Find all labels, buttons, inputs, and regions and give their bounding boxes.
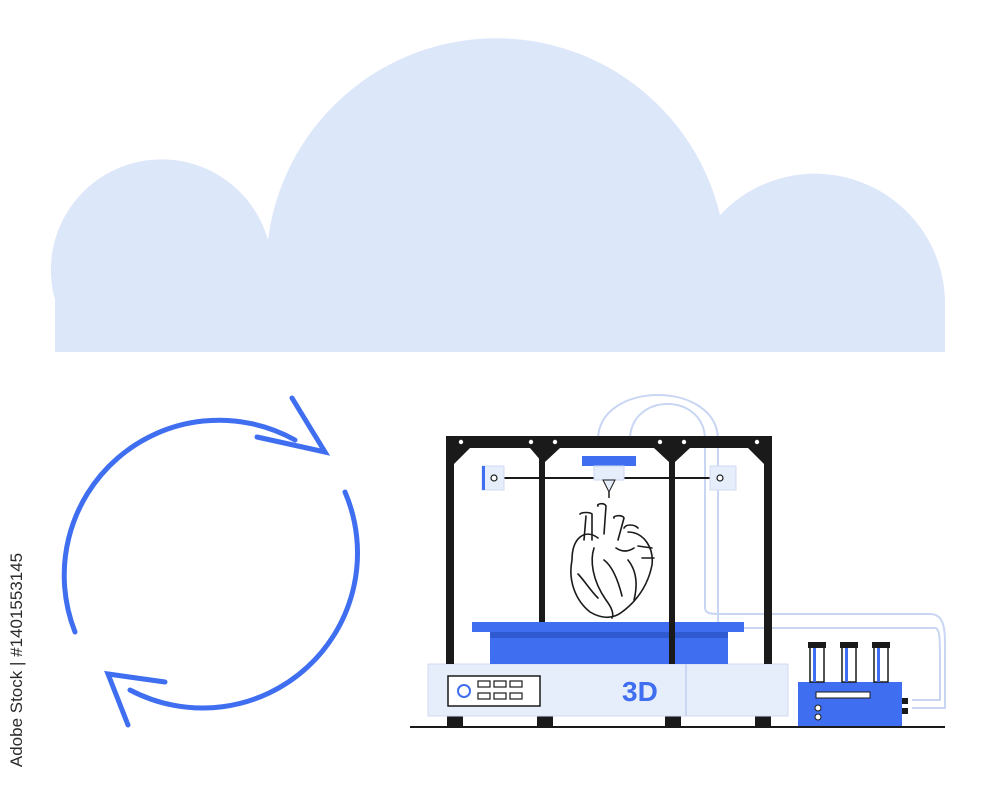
printer-label: 3D (622, 676, 658, 707)
heart-icon (570, 502, 655, 619)
stock-id-text: Adobe Stock | #1401553145 (7, 552, 27, 768)
refresh-cycle-icon (61, 395, 361, 728)
bioink-device-icon (798, 642, 908, 726)
stock-watermark: Adobe Stock | #1401553145 (6, 545, 28, 775)
3d-printer-icon: 3D (410, 436, 945, 728)
cloud-icon (50, 38, 946, 352)
